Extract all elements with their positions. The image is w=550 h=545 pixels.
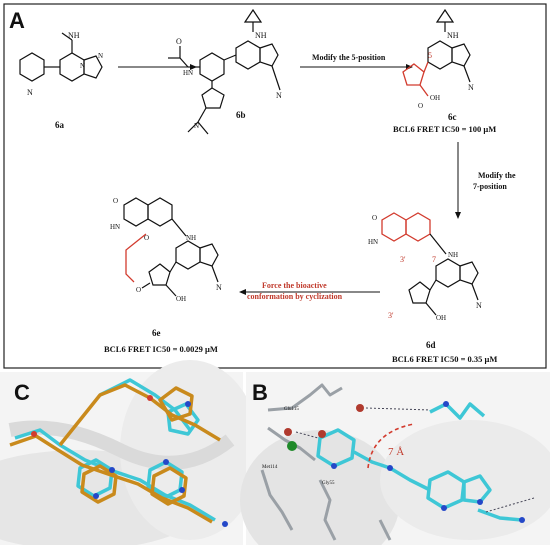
ic50-6d: BCL6 FRET IC50 = 0.35 μM [392,354,497,364]
svg-text:HN: HN [368,238,378,246]
compound-6b: NH N O HN N 6b [168,8,282,135]
svg-text:O: O [136,286,141,294]
panel-a-frame [3,3,547,369]
svg-text:3': 3' [400,255,406,264]
svg-text:O: O [418,102,423,110]
arrow-label-step2b: 7-position [473,182,507,191]
svg-text:NH: NH [448,251,458,259]
svg-text:O: O [372,214,377,222]
panel-a-letter: A [9,8,25,33]
svg-text:OH: OH [436,314,446,322]
compound-6d: O HN 3' NH 7 N OH 3' 6d BCL6 FRET IC50 =… [368,212,497,364]
ic50-6e: BCL6 FRET IC50 = 0.0029 μM [104,344,218,354]
label-6c: 6c [448,112,457,122]
svg-text:N: N [80,62,85,70]
water-molecule [287,441,297,451]
svg-text:N: N [468,83,474,92]
svg-text:OH: OH [176,295,186,303]
label-6b: 6b [236,110,246,120]
svg-text:5: 5 [428,51,432,60]
label-6e: 6e [152,328,161,338]
svg-text:N: N [194,122,199,130]
distance-label: 7 Å [388,446,404,458]
svg-text:N: N [98,52,103,60]
svg-text:NH: NH [186,234,196,242]
label-6a: 6a [55,120,65,130]
panel-c: C [0,360,260,545]
svg-text:HN: HN [110,223,120,231]
compound-6e: O HN NH N OH O O 6e BCL6 FRET IC50 = 0.0… [104,197,222,354]
arrow-label-step3a: Force the bioactive [262,281,327,290]
svg-text:O: O [144,234,149,242]
svg-text:HN: HN [183,69,193,77]
panel-b-letter: B [252,380,268,405]
compound-6a: N NH N N 6a [19,31,103,130]
svg-text:OH: OH [430,94,440,102]
arrow-label-step2a: Modify the [478,171,516,180]
svg-text:3': 3' [388,311,394,320]
svg-text:7: 7 [432,255,436,264]
label-6d: 6d [426,340,436,350]
svg-text:NH: NH [255,31,267,40]
svg-text:N: N [216,283,222,292]
panel-c-letter: C [14,380,30,405]
svg-text:N: N [476,301,482,310]
svg-text:O: O [113,197,118,205]
arrow-label-step3b: conformation by cyclization [247,292,343,301]
svg-text:NH: NH [68,31,80,40]
svg-text:N: N [27,88,33,97]
svg-text:N: N [276,91,282,100]
svg-text:NH: NH [447,31,459,40]
residue-gly55: Gly55 [322,481,335,486]
residue-met114: Met114 [262,465,278,470]
svg-text:O: O [176,37,182,46]
panel-b: 7 Å Glu115 Met114 Gly55 B [240,372,550,545]
arrow-label-step1: Modify the 5-position [312,53,386,62]
residue-glu115: Glu115 [284,407,299,412]
ic50-6c: BCL6 FRET IC50 = 100 μM [393,124,496,134]
compound-6c: NH N 5 OH O 6c BCL6 FRET IC50 = 100 μM [393,8,496,134]
